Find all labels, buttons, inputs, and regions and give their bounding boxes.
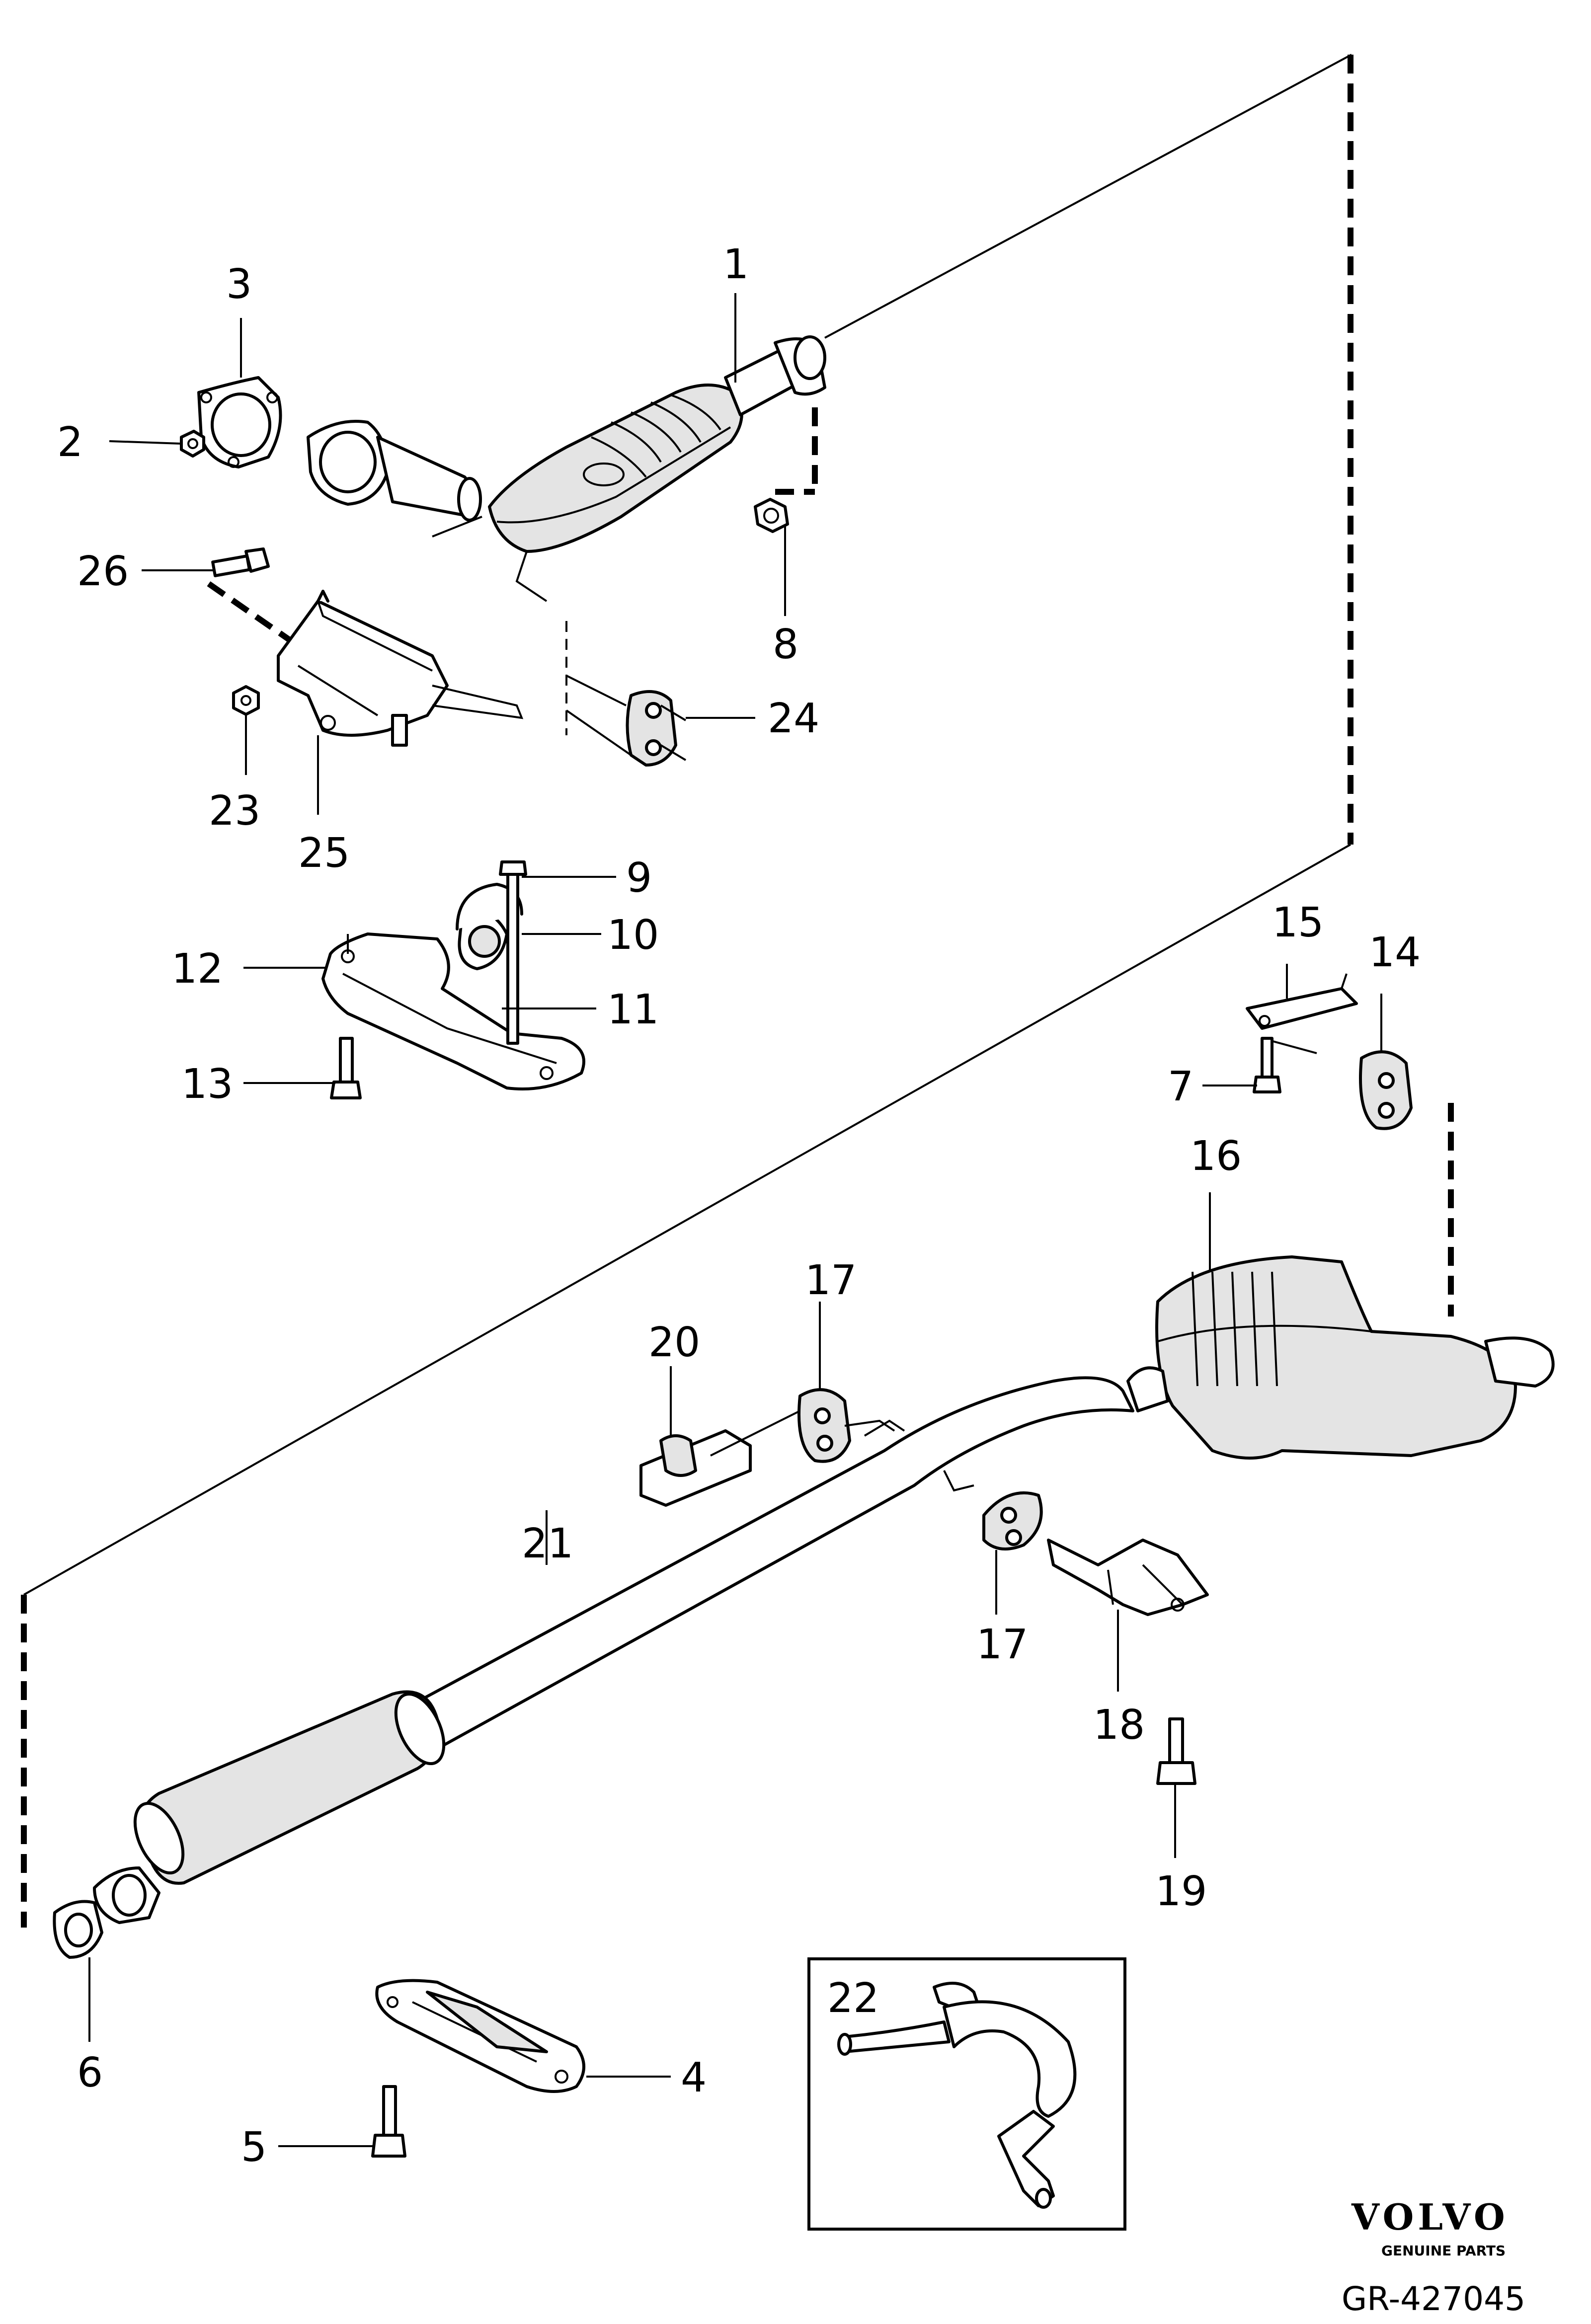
- cross-member-part-12: [321, 932, 585, 1090]
- part-26-mount-guide: [207, 581, 300, 648]
- bolt-part-7: [1253, 1037, 1281, 1093]
- center-pipe-part-21: [93, 1376, 1134, 1924]
- callout-14: 14: [1369, 929, 1421, 976]
- callout-10: 10: [607, 912, 659, 959]
- heat-shield-part-25: [277, 590, 524, 747]
- volvo-genuine-parts-logo: VOLVO GENUINE PARTS: [1351, 2196, 1509, 2259]
- catalytic-converter-part-1: [307, 335, 826, 602]
- callout-7: 7: [1168, 1063, 1193, 1110]
- bracket-part-18: [1047, 1539, 1209, 1616]
- logo-brand: VOLVO: [1351, 2196, 1509, 2238]
- callout-17-upper: 17: [805, 1257, 857, 1304]
- bolt-part-19: [1156, 1717, 1196, 1785]
- part-24-link: [566, 675, 627, 706]
- bolt-part-26: [211, 547, 270, 577]
- callout-23: 23: [209, 787, 260, 835]
- nut-part-23: [232, 685, 260, 716]
- callout-22: 22: [827, 1975, 879, 2022]
- callout-1: 1: [723, 241, 749, 288]
- callout-16: 16: [1190, 1133, 1242, 1180]
- callout-11: 11: [607, 986, 659, 1033]
- rubber-mount-part-11: [458, 910, 508, 970]
- callout-15: 15: [1272, 899, 1324, 946]
- callout-20: 20: [648, 1319, 700, 1366]
- callout-26: 26: [77, 548, 129, 595]
- callout-2: 2: [57, 419, 83, 466]
- heat-shield-part-4: [375, 1979, 585, 2093]
- callout-24: 24: [768, 695, 819, 742]
- callout-3: 3: [226, 261, 252, 308]
- callout-6: 6: [77, 2049, 103, 2096]
- callout-25: 25: [298, 830, 350, 877]
- gasket-part-6: [53, 1900, 103, 1959]
- nut-part-2: [180, 430, 205, 458]
- callout-17-lower: 17: [976, 1621, 1028, 1668]
- callout-12: 12: [171, 945, 223, 993]
- callout-numbers: 1 2 3 26 8 24 23 25 9 10 11 12 13 15 14 …: [57, 241, 1421, 2171]
- bolt-part-13: [330, 1037, 362, 1099]
- diagram-reference-number: GR-427045: [1342, 2280, 1525, 2318]
- callout-18: 18: [1093, 1702, 1145, 1749]
- callout-13: 13: [181, 1061, 233, 1108]
- rubber-hanger-part-17-lower: [982, 1491, 1043, 1550]
- rubber-hanger-part-14: [1359, 1050, 1413, 1130]
- callout-4: 4: [681, 2054, 707, 2101]
- bolt-part-5: [371, 2085, 406, 2158]
- nut-part-8: [754, 498, 789, 533]
- callout-5: 5: [241, 2124, 267, 2171]
- callout-8: 8: [773, 621, 798, 668]
- rubber-hanger-part-17-upper: [797, 1388, 895, 1463]
- callout-19: 19: [1155, 1868, 1207, 1915]
- rubber-hanger-part-24: [626, 690, 687, 767]
- bolt-part-9: [499, 860, 527, 1045]
- logo-tagline: GENUINE PARTS: [1381, 2243, 1506, 2259]
- rear-silencer-part-16: [1126, 1255, 1555, 1460]
- inset-part-22: [807, 1957, 1126, 2231]
- leader-lines: [88, 293, 1382, 2147]
- part-24-link-2: [565, 709, 632, 756]
- hanger-clamp-part-20: [639, 1410, 800, 1507]
- flange-gasket-part-3: [197, 376, 282, 468]
- assembly-boundary: [21, 54, 1353, 1928]
- callout-21: 21: [522, 1520, 573, 1567]
- callout-9: 9: [626, 854, 652, 902]
